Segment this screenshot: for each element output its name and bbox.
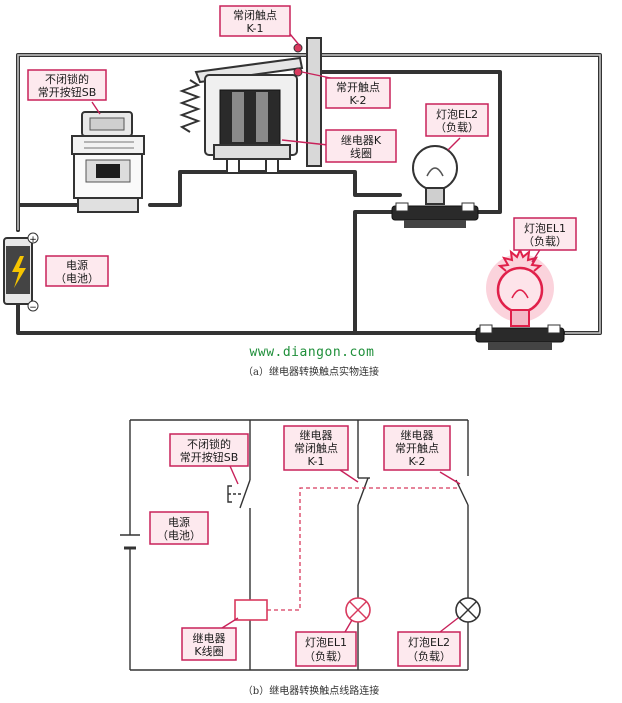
label-top-lamp2: 灯泡EL2 （负载） — [425, 103, 489, 137]
watermark-url: www.diangon.com — [250, 345, 375, 360]
label-top-coil-line1: 继电器K — [341, 134, 382, 147]
schematic-k1-contact — [357, 477, 369, 506]
schematic-lamp-el1 — [345, 597, 371, 623]
label-top-button-line1: 不闭锁的 — [45, 72, 89, 86]
label-b-no-contact-line2: 常开触点 — [395, 441, 439, 455]
caption-a: （a）继电器转换触点实物连接 — [243, 365, 379, 378]
leader-b-coil — [221, 617, 239, 629]
label-top-power-line2: （电池） — [55, 272, 99, 285]
label-b-lamp2-line2: （负载） — [407, 649, 451, 663]
label-b-nc-contact-line3: K-1 — [307, 455, 324, 468]
leader-b-nc-contact — [339, 469, 359, 483]
label-top-power-line1: 电源 — [66, 258, 88, 272]
label-b-coil-line2: K线圈 — [194, 644, 223, 658]
label-top-lamp2-line2: （负载） — [435, 120, 479, 134]
wire-battery-to-button — [16, 203, 82, 232]
label-top-lamp2-line1: 灯泡EL2 — [436, 107, 478, 121]
leader-button — [91, 101, 101, 115]
leader-nc-contact — [289, 33, 301, 47]
label-top-button: 不闭锁的 常开按钮SB — [27, 69, 107, 101]
leader-b-lamp2 — [439, 617, 459, 633]
label-b-power-line1: 电源 — [168, 515, 190, 529]
label-b-lamp2-line1: 灯泡EL2 — [408, 635, 450, 649]
battery-plus-mark: + — [29, 235, 37, 245]
label-top-no-contact: 常开触点 K-2 — [325, 77, 391, 109]
leader-coil — [281, 139, 329, 146]
label-b-power-line2: （电池） — [157, 529, 201, 542]
schematic-linkage — [267, 487, 460, 611]
label-top-nc-contact-line2: K-1 — [246, 22, 263, 35]
label-b-no-contact-line3: K-2 — [408, 455, 425, 468]
wire-no-contact-to-lamp2 — [318, 70, 502, 214]
label-b-lamp1-line2: （负载） — [304, 649, 348, 663]
push-button-sb — [71, 111, 145, 213]
lamp-el2 — [391, 145, 479, 228]
label-top-coil-line2: 线圈 — [350, 146, 372, 160]
label-b-button: 不闭锁的 常开按钮SB — [169, 433, 249, 467]
label-top-no-contact-line2: K-2 — [349, 94, 366, 107]
label-b-coil-line1: 继电器 — [193, 632, 226, 645]
label-top-power: 电源 （电池） — [45, 255, 109, 287]
label-b-nc-contact: 继电器 常闭触点 K-1 — [283, 425, 349, 471]
label-top-nc-contact: 常闭触点 K-1 — [219, 5, 291, 37]
label-b-button-line2: 常开按钮SB — [180, 450, 239, 464]
schematic-wiring: 不闭锁的 常开按钮SB 继电器 常闭触点 K-1 继电器 常开触点 K-2 电源… — [120, 419, 481, 697]
label-b-lamp1: 灯泡EL1 （负载） — [295, 631, 357, 667]
relay-k — [179, 37, 322, 174]
wire-highlight — [17, 54, 601, 334]
leader-b-lamp1 — [344, 619, 353, 633]
label-b-button-line1: 不闭锁的 — [187, 437, 231, 451]
label-b-nc-contact-line1: 继电器 — [300, 429, 333, 442]
leader-b-button — [229, 465, 239, 485]
label-top-coil: 继电器K 线圈 — [325, 129, 397, 163]
battery-minus-mark: − — [29, 303, 37, 313]
wire-button-to-coil — [148, 170, 402, 207]
caption-b: （b）继电器转换触点线路连接 — [243, 684, 379, 697]
label-b-power: 电源 （电池） — [149, 511, 209, 545]
label-top-lamp1-line2: （负载） — [523, 234, 567, 248]
label-b-nc-contact-line2: 常闭触点 — [294, 441, 338, 455]
label-b-coil: 继电器 K线圈 — [181, 627, 237, 661]
battery: + − — [3, 232, 39, 313]
label-top-button-line2: 常开按钮SB — [38, 85, 97, 99]
lamp-el1 — [475, 249, 565, 350]
label-top-no-contact-line1: 常开触点 — [336, 80, 380, 94]
schematic-battery — [120, 534, 140, 550]
label-b-lamp1-line1: 灯泡EL1 — [305, 635, 347, 649]
label-top-lamp1-line1: 灯泡EL1 — [524, 221, 566, 235]
schematic-lamp-el2 — [455, 597, 481, 623]
schematic-k2-contact — [455, 479, 469, 506]
schematic-button-sb — [227, 479, 251, 509]
leader-b-no-contact — [439, 471, 461, 485]
pictorial-wiring: + − — [3, 5, 602, 378]
leader-lamp2 — [447, 137, 461, 151]
label-b-no-contact-line1: 继电器 — [401, 429, 434, 442]
schematic-coil — [234, 599, 268, 621]
label-b-lamp2: 灯泡EL2 （负载） — [397, 631, 461, 667]
label-b-no-contact: 继电器 常开触点 K-2 — [383, 425, 451, 471]
label-top-nc-contact-line1: 常闭触点 — [233, 8, 277, 22]
label-top-lamp1: 灯泡EL1 （负载） — [513, 217, 577, 251]
